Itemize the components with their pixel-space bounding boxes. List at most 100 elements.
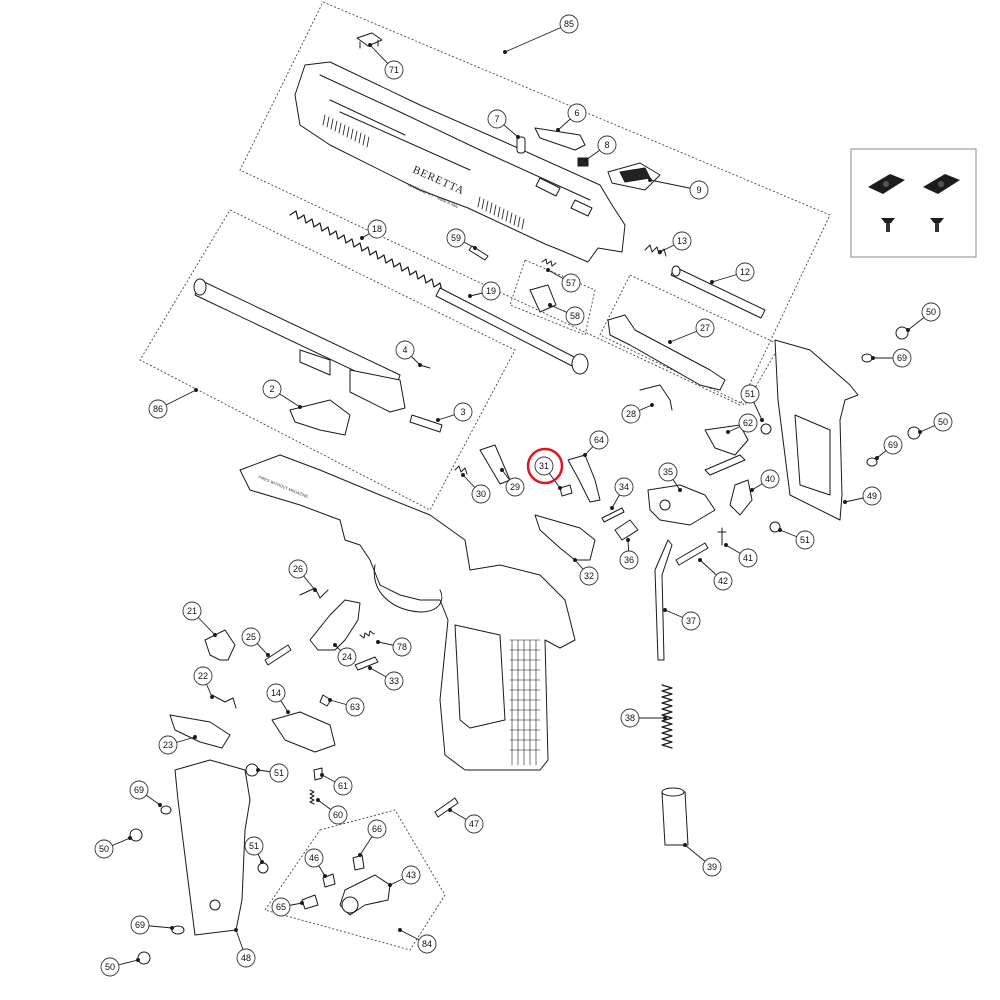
- callout-bubble: [244, 836, 264, 856]
- screw-51: [257, 862, 269, 874]
- callout-label: 8: [604, 140, 609, 150]
- callout-label: 62: [743, 418, 753, 428]
- callout-47: 47: [464, 814, 484, 834]
- plunger-7: [516, 136, 526, 154]
- leader-dot: [648, 178, 652, 182]
- pin-12: [670, 265, 766, 319]
- leader-dot: [760, 418, 764, 422]
- part-21: [204, 629, 236, 661]
- callout-31: 31: [526, 447, 564, 485]
- leader-dot: [468, 294, 472, 298]
- leader-dot: [626, 538, 630, 542]
- callout-bubble: [921, 302, 941, 322]
- leader-dot: [398, 928, 402, 932]
- callout-label: 60: [333, 810, 343, 820]
- leader-dot: [234, 928, 238, 932]
- leader-dot: [333, 643, 337, 647]
- washer-69: [160, 805, 172, 815]
- leader-dot: [158, 803, 162, 807]
- callout-35: 35: [658, 462, 678, 482]
- callout-label: 65: [276, 902, 286, 912]
- callout-label: 40: [765, 474, 775, 484]
- leader-dot: [300, 901, 304, 905]
- leader-dot: [323, 874, 327, 878]
- leader-dot: [473, 246, 477, 250]
- callout-63: 63: [345, 697, 365, 717]
- screw-50: [129, 828, 143, 842]
- callout-bubble: [269, 763, 289, 783]
- callout-label: 13: [677, 236, 687, 246]
- callout-label: 29: [510, 482, 520, 492]
- callout-bubble: [193, 666, 213, 686]
- pin-47: [434, 797, 459, 818]
- callout-28: 28: [621, 404, 641, 424]
- callout-bubble: [367, 219, 387, 239]
- callout-36: 36: [619, 550, 639, 570]
- leader-dot: [724, 543, 728, 547]
- callout-label: 69: [888, 440, 898, 450]
- left-grip-48: [174, 759, 251, 936]
- callout-bubble: [597, 135, 617, 155]
- callout-58: 58: [565, 306, 585, 326]
- callout-bubble: [130, 915, 150, 935]
- callout-43: 43: [401, 865, 421, 885]
- callout-65: 65: [271, 897, 291, 917]
- callout-label: 26: [293, 564, 303, 574]
- callout-bubble: [565, 306, 585, 326]
- safety-group-outline: [264, 809, 446, 951]
- callout-bubble: [288, 559, 308, 579]
- callout-34: 34: [614, 477, 634, 497]
- pin-41: [717, 527, 727, 546]
- spring-26: [299, 587, 329, 599]
- callout-bubble: [471, 484, 491, 504]
- leader-dot: [418, 363, 422, 367]
- part-40: [729, 479, 753, 516]
- screw-50: [137, 951, 151, 965]
- barrel-part: [193, 278, 406, 413]
- leader-dot: [358, 853, 362, 857]
- leader-dot: [298, 405, 302, 409]
- spring-13: [644, 244, 667, 257]
- callout-49: 49: [862, 486, 882, 506]
- pin-25: [264, 644, 292, 666]
- callout-bubble: [589, 430, 609, 450]
- callout-bubble: [384, 60, 404, 80]
- leader-dot: [871, 356, 875, 360]
- callout-3: 3: [453, 402, 473, 422]
- callout-66: 66: [367, 819, 387, 839]
- callout-label: 51: [274, 768, 284, 778]
- callout-bubble: [689, 180, 709, 200]
- callout-bubble: [760, 469, 780, 489]
- bushing-36: [614, 519, 639, 541]
- pin-63: [319, 694, 332, 707]
- pin-42: [675, 542, 709, 566]
- callout-bubble: [481, 281, 501, 301]
- callout-bubble: [337, 647, 357, 667]
- callout-label: 84: [422, 939, 432, 949]
- leader-dot: [610, 506, 614, 510]
- leader-dot: [360, 236, 364, 240]
- callout-14: 14: [266, 683, 286, 703]
- callout-12: 12: [735, 262, 755, 282]
- callout-bubble: [417, 934, 437, 954]
- leader-dot: [194, 388, 198, 392]
- callout-label: 42: [718, 576, 728, 586]
- screw-50: [907, 426, 921, 440]
- leader-dot: [210, 695, 214, 699]
- callout-bubble: [672, 231, 692, 251]
- callout-label: 34: [619, 482, 629, 492]
- spring-cap-39: [661, 787, 689, 846]
- callout-label: 39: [707, 862, 717, 872]
- callout-label: 33: [389, 676, 399, 686]
- callout-label: 69: [134, 785, 144, 795]
- leader-dot: [320, 773, 324, 777]
- rear-sight-71: [356, 32, 383, 49]
- callout-bubble: [148, 399, 168, 419]
- callout-25: 25: [241, 627, 261, 647]
- callout-bubble: [713, 571, 733, 591]
- callout-62: 62: [738, 413, 758, 433]
- grip-bushing-icon: [868, 174, 960, 194]
- callout-bubble: [367, 819, 387, 839]
- leader-dot: [500, 468, 504, 472]
- callout-69: 69: [129, 780, 149, 800]
